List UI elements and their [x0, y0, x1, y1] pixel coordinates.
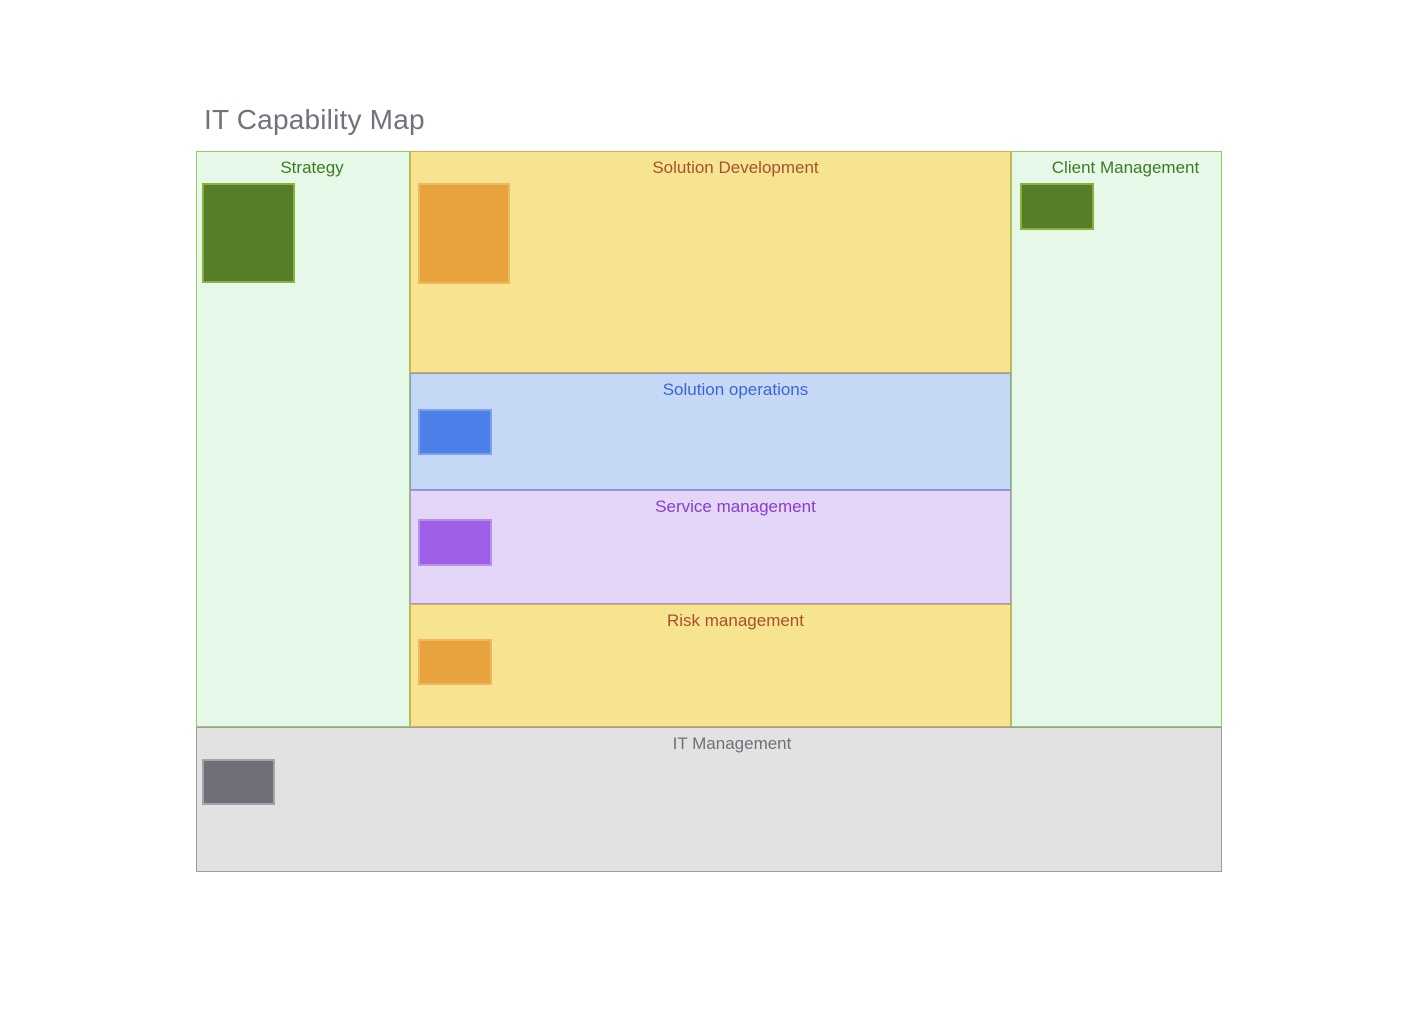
- risk-management-capability-block[interactable]: [418, 639, 492, 685]
- page-title: IT Capability Map: [204, 104, 425, 135]
- solution-development-capability-block[interactable]: [418, 183, 510, 284]
- section-strategy[interactable]: Strategy: [196, 151, 410, 727]
- section-service-management[interactable]: Service management: [410, 490, 1011, 604]
- section-it-management-title: IT Management: [672, 734, 792, 753]
- section-strategy-title: Strategy: [280, 158, 344, 177]
- capability-map: Strategy Solution Development Solution o…: [196, 151, 1222, 872]
- service-management-capability-block[interactable]: [418, 519, 492, 566]
- strategy-capability-block[interactable]: [202, 183, 295, 283]
- section-client-management[interactable]: Client Management: [1011, 151, 1222, 727]
- client-management-capability-block[interactable]: [1020, 183, 1094, 230]
- section-solution-operations-title: Solution operations: [662, 380, 809, 399]
- section-solution-development[interactable]: Solution Development: [410, 151, 1011, 373]
- section-solution-development-title: Solution Development: [652, 158, 819, 177]
- section-solution-operations[interactable]: Solution operations: [410, 373, 1011, 490]
- section-risk-management[interactable]: Risk management: [410, 604, 1011, 727]
- section-risk-management-title: Risk management: [666, 611, 804, 630]
- section-service-management-title: Service management: [655, 497, 816, 516]
- section-it-management[interactable]: IT Management: [196, 727, 1222, 872]
- it-management-capability-block[interactable]: [202, 759, 275, 805]
- section-client-management-title: Client Management: [1051, 158, 1200, 177]
- solution-operations-capability-block[interactable]: [418, 409, 492, 455]
